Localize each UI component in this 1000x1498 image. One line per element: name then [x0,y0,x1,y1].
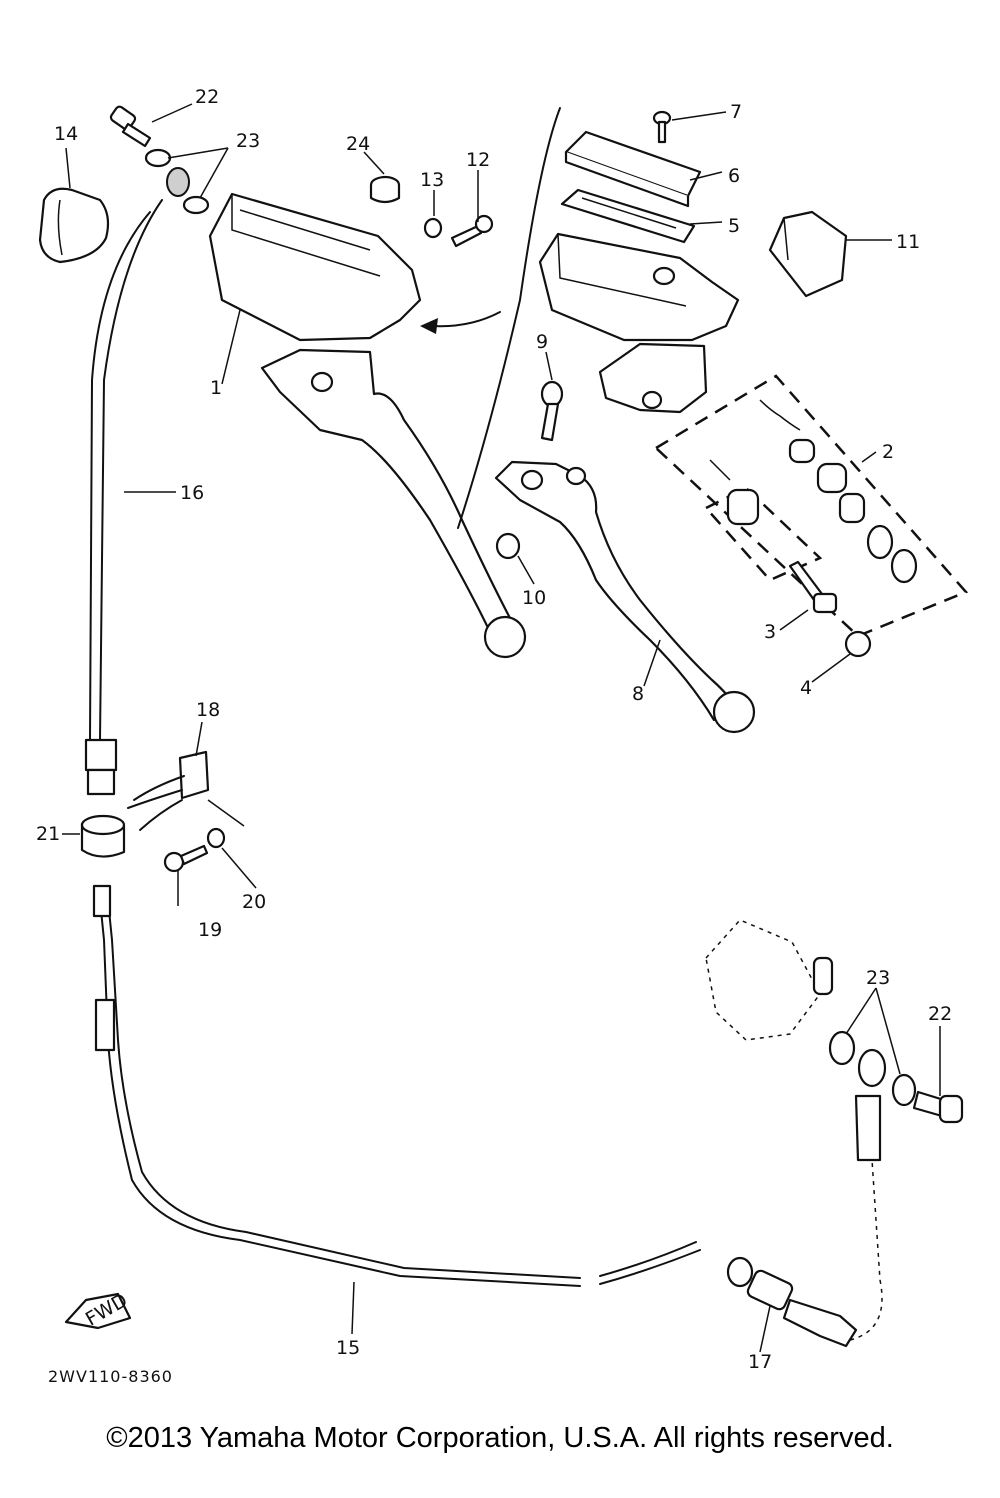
part-pivot-bolt [540,380,564,442]
washer-top-1 [144,148,172,168]
part-master-cylinder-right [538,232,740,414]
part-union-bolt-bottom [912,1090,964,1124]
copyright-notice: ©2013 Yamaha Motor Corporation, U.S.A. A… [106,1422,894,1454]
callout-23-bottom: 23 [866,967,890,989]
callout-13: 13 [420,169,444,191]
callout-22-top: 22 [195,86,219,108]
callout-6: 6 [728,165,740,187]
callout-22-bottom: 22 [928,1003,952,1025]
part-cover-screw [652,110,672,144]
part-piston-kit [653,374,969,638]
callout-9: 9 [536,331,548,353]
part-clamp-nut [206,827,226,849]
reference-arrow [431,311,501,328]
part-boot [38,187,110,264]
arrow-head [420,318,438,334]
callout-2: 2 [882,441,894,463]
callout-17: 17 [748,1351,772,1373]
callout-labels: 14 22 23 24 13 12 1 16 7 6 5 11 9 10 2 3… [36,86,952,1386]
part-reservoir-cap [369,175,401,204]
part-rubber-boot-11 [768,210,848,298]
callout-10: 10 [522,587,546,609]
part-push-rod [788,560,838,614]
banjo-fitting-bottom [857,1048,887,1088]
part-grommet [80,814,126,858]
part-hose-fitting [726,1159,883,1348]
callout-7: 7 [730,101,742,123]
callout-21: 21 [36,823,60,845]
banjo-fitting [166,167,190,197]
parts-diagram: FWD 14 22 23 24 13 12 [36,86,969,1386]
callout-23-top: 23 [236,130,260,152]
part-master-cylinder-left [208,192,527,659]
drawing-code: 2WV110-8360 [48,1367,173,1386]
washer-top-2 [182,195,210,215]
divider-line [457,107,561,529]
callout-5: 5 [728,215,740,237]
callout-11: 11 [896,231,920,253]
part-reservoir-cover [564,130,702,208]
callout-4: 4 [800,677,812,699]
part-brake-lever [494,460,756,734]
part-threaded-fitting [854,1094,882,1162]
callout-18: 18 [196,699,220,721]
part-small-nut [423,217,443,239]
callout-8: 8 [632,683,644,705]
washer-bottom-1 [828,1030,856,1066]
part-push-rod-boot [844,630,872,658]
part-pivot-nut [495,532,521,560]
leader-lines [62,103,941,1353]
callout-24: 24 [346,133,370,155]
washer-bottom-2 [891,1073,917,1107]
callout-12: 12 [466,149,490,171]
callout-14: 14 [54,123,78,145]
callout-20: 20 [242,891,266,913]
callout-19: 19 [198,919,222,941]
fwd-arrow-icon: FWD [64,1289,131,1331]
part-brake-hose-lower [92,884,701,1287]
part-clamp-bolt [163,844,209,873]
part-hose-clamp [127,750,245,831]
callout-1: 1 [210,377,222,399]
part-diaphragm [560,188,696,244]
part-caliper [705,919,834,1041]
callout-16: 16 [180,482,204,504]
part-screw-12 [450,214,494,248]
part-brake-hose-upper [84,199,163,796]
callout-15: 15 [336,1337,360,1359]
callout-3: 3 [764,621,776,643]
part-union-bolt-top [109,105,152,148]
